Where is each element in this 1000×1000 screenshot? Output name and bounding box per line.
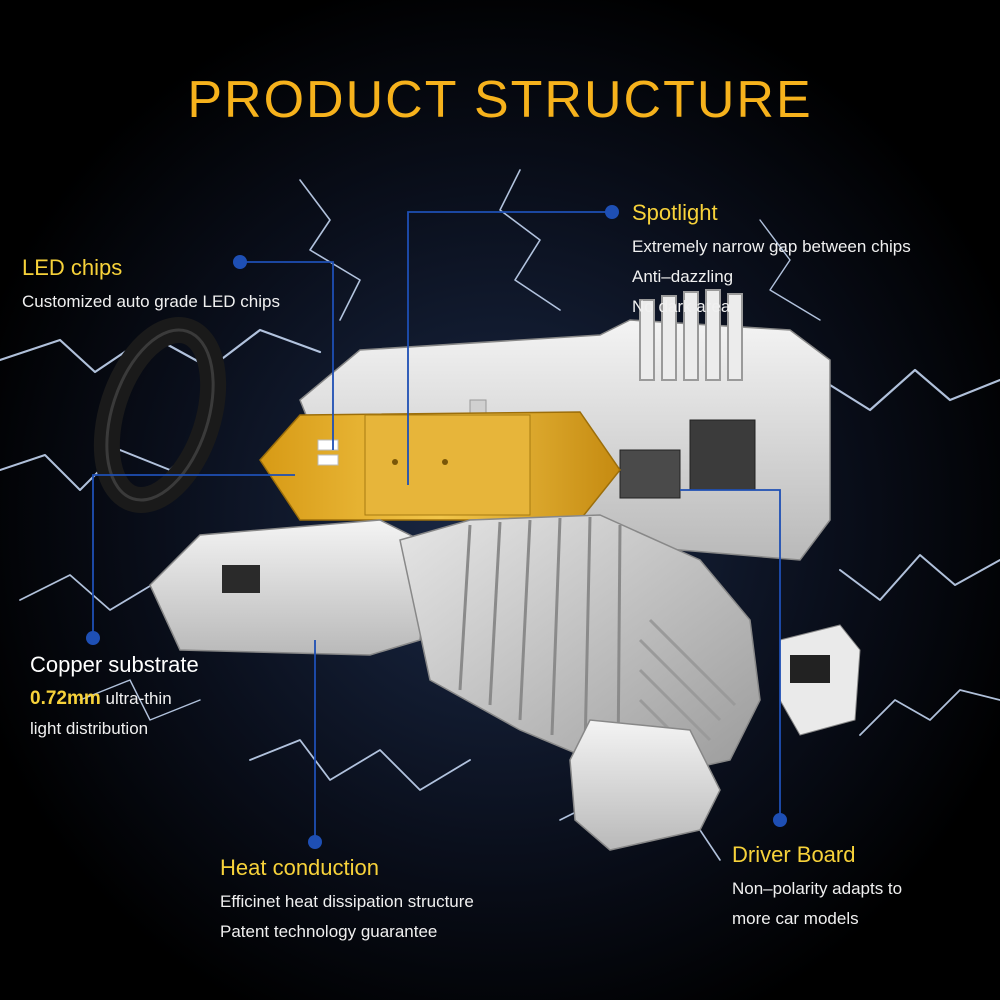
callout-driver-board: Driver Board Non–polarity adapts to more…: [732, 842, 902, 934]
lightning-bolt: [249, 739, 471, 791]
callout-heat-conduction: Heat conduction Efficinet heat dissipati…: [220, 855, 474, 947]
led-chip: [317, 454, 339, 466]
callout-text: Non–polarity adapts to: [732, 879, 903, 898]
lightning-bolt: [79, 679, 201, 721]
leader-line-led-chips: [240, 261, 334, 450]
leader-dot: [605, 205, 619, 219]
lightning-bolt: [499, 169, 561, 311]
leader-line-spotlight: [407, 211, 612, 485]
leader-lines: [92, 211, 781, 840]
connector-plug: [779, 624, 861, 736]
leader-line-driver: [680, 489, 781, 818]
lightning-bolt: [859, 689, 1000, 736]
lower-bulb-body: [149, 514, 761, 851]
thickness-value: 0.72mm: [30, 688, 101, 709]
callout-copper-substrate: Copper substrate 0.72mm ultra-thin light…: [30, 652, 199, 744]
callout-text-rest: ultra-thin: [100, 689, 172, 708]
callout-text: light distribution: [30, 719, 149, 738]
copper-substrate-board: [259, 411, 621, 521]
callout-heading: Copper substrate: [30, 652, 199, 677]
led-chip: [317, 439, 339, 451]
callout-text: Extremely narrow gap between chips: [632, 237, 911, 256]
lightning-bolt: [759, 219, 821, 321]
callout-text: Customized auto grade LED chips: [22, 292, 280, 311]
callout-text: Patent technology guarantee: [220, 922, 438, 941]
callout-heading: Driver Board: [732, 842, 856, 867]
callout-heading: Spotlight: [632, 200, 718, 225]
callout-text: No dark area: [632, 297, 731, 316]
rubber-ring: [93, 317, 227, 513]
lightning-bolt: [299, 179, 361, 321]
page-title: PRODUCT STRUCTURE: [187, 71, 813, 129]
callout-heading: LED chips: [22, 255, 123, 280]
callout-text: Anti–dazzling: [632, 267, 734, 286]
leader-dots: [86, 205, 787, 849]
callout-heading: Heat conduction: [220, 855, 379, 880]
leader-line-copper: [92, 474, 295, 638]
leader-dot: [773, 813, 787, 827]
callout-led-chips: LED chips Customized auto grade LED chip…: [22, 255, 280, 317]
lightning-bolt: [828, 368, 1000, 412]
callout-text: more car models: [732, 909, 859, 928]
callout-text: Efficinet heat dissipation structure: [220, 892, 474, 911]
leader-dot: [86, 631, 100, 645]
callout-text: 0.72mm ultra-thin: [30, 684, 199, 714]
lightning-bolt: [839, 554, 1000, 601]
leader-dot: [308, 835, 322, 849]
callout-spotlight: Spotlight Extremely narrow gap between c…: [632, 200, 911, 322]
leader-dot: [233, 255, 247, 269]
